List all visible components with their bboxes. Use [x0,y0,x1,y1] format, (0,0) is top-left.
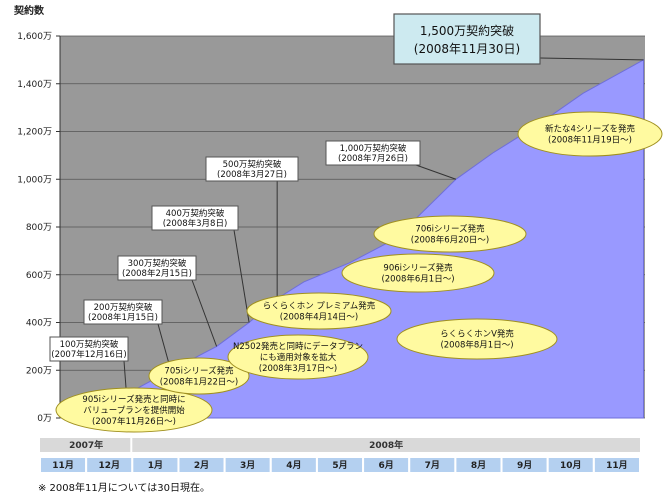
y-tick-label: 1,600万 [17,32,52,42]
headline-box [393,13,541,65]
event-text: 706iシリーズ発売 [415,224,485,235]
milestone-leader [415,164,457,180]
milestone-title: 1,000万契約突破 [340,143,407,154]
y-tick-label: 1,400万 [17,80,52,90]
milestone-box [325,140,421,166]
milestone-title: 500万契約突破 [223,159,282,170]
year-bar-2007 [40,438,131,452]
month-label: 6月 [379,460,394,471]
year-bar-2008 [132,438,641,452]
milestone-title: 400万契約突破 [166,208,225,219]
event-text: (2008年8月1日〜) [440,340,513,351]
event-ellipse [517,111,663,157]
milestone-date: (2008年1月15日) [88,312,158,323]
event-text: (2008年4月14日〜) [280,312,359,323]
event-text: バリュープランを提供開始 [83,405,185,416]
month-label: 9月 [517,460,532,471]
milestone-title: 300万契約突破 [128,258,187,269]
headline-leader [539,57,644,61]
milestone-date: (2008年3月8日) [163,218,228,229]
milestone-leader [191,279,218,347]
milestone-box [151,205,239,231]
month-label: 4月 [286,460,301,471]
milestone-date: (2008年7月26日) [338,153,408,164]
event-text: らくらくホンV発売 [440,329,514,340]
y-axis-title: 契約数 [14,4,45,17]
milestone-box [117,255,197,281]
y-tick-label: 400万 [26,319,52,329]
month-label: 3月 [240,460,255,471]
event-text: N2502発売と同時にデータプラン [233,341,363,352]
event-text: (2008年1月22日〜) [160,377,239,388]
event-text: (2008年6月1日〜) [381,274,454,285]
month-cell [592,456,641,474]
year-label: 2007年 [69,439,103,451]
month-label: 5月 [332,460,347,471]
event-text: (2008年6月20日〜) [411,235,490,246]
event-text: (2008年3月17日〜) [259,363,338,374]
event-ellipse [396,318,558,360]
event-text: らくらくホン プレミアム発売 [263,301,376,312]
y-tick-label: 200万 [26,366,52,376]
y-tick-label: 1,200万 [17,128,52,138]
month-label: 10月 [560,460,582,471]
month-label: 11月 [52,460,74,471]
event-text: 906iシリーズ発売 [383,263,453,274]
event-ellipse [341,253,495,293]
milestone-box [205,156,299,182]
event-text: (2007年11月26日〜) [92,416,176,427]
month-label: 8月 [471,460,486,471]
footnote: ※ 2008年11月については30日現在。 [38,481,210,494]
month-label: 2月 [194,460,209,471]
event-ellipse [373,215,527,253]
event-ellipse [246,292,392,330]
milestone-box [49,336,129,362]
month-label: 7月 [425,460,440,471]
event-text: 705iシリーズ発売 [164,366,234,377]
event-text: 905iシリーズ発売と同時に [82,394,185,405]
headline-title: 1,500万契約突破 [420,23,514,38]
milestone-title: 100万契約突破 [60,339,119,350]
y-tick-label: 800万 [26,223,52,233]
milestone-title: 200万契約突破 [94,302,153,313]
y-tick-label: 600万 [26,271,52,281]
y-tick-label: 0万 [37,414,52,424]
milestone-leader [233,229,250,323]
milestone-date: (2008年3月27日) [217,169,287,180]
month-label: 11月 [606,460,628,471]
headline-date: (2008年11月30日) [414,42,520,56]
event-ellipse [148,357,250,395]
milestone-date: (2008年2月15日) [122,268,192,279]
y-tick-label: 1,000万 [17,175,52,185]
event-text: にも適用対象を拡大 [260,352,337,363]
event-text: 新たな4シリーズを発売 [545,124,635,135]
event-ellipse [227,334,369,380]
milestone-date: (2007年12月16日) [51,349,126,360]
year-label: 2008年 [369,439,403,451]
month-label: 12月 [98,460,120,471]
event-ellipse [55,387,213,433]
event-text: (2008年11月19日〜) [548,135,632,146]
month-label: 1月 [148,460,163,471]
milestone-box [83,299,163,325]
